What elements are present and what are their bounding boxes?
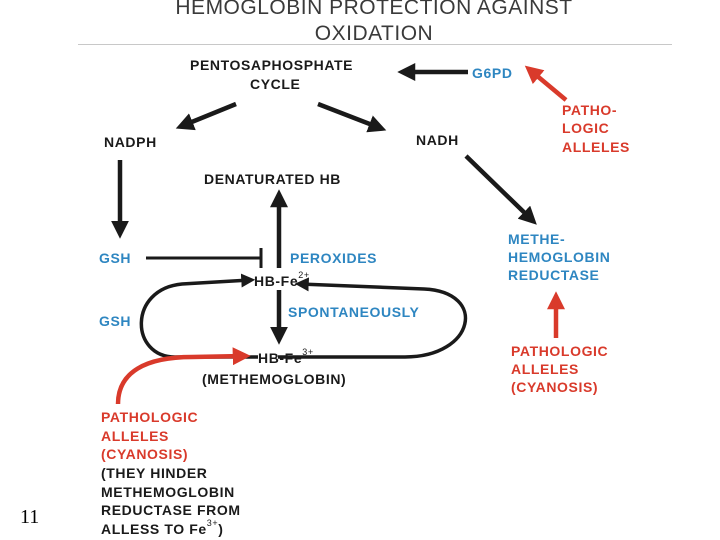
hinder-line-4: ALLESS TO Fe3+): [101, 518, 224, 540]
patho-right-line-2: ALLELES: [511, 361, 579, 377]
reductase-line-1: METHE-: [508, 231, 566, 247]
hinder-line-3: REDUCTASE FROM: [101, 502, 241, 518]
gsh-top-label: GSH: [99, 250, 132, 266]
reductase-line-2: HEMOGLOBIN: [508, 249, 611, 265]
patho-top-line-2: LOGIC: [562, 120, 610, 136]
arrow-patho-to-hbfe3: [115, 347, 251, 405]
patho-top-line-1: PATHO-: [562, 102, 618, 118]
hb-fe2-label: HB-Fe2+: [254, 270, 310, 289]
arrow-patho-to-g6pd: [524, 65, 568, 102]
title-line-1: HEMOGLOBIN PROTECTION AGAINST: [175, 0, 573, 19]
hb-fe3-label: HB-Fe3+: [258, 347, 314, 366]
hinder-line-4-end: ): [218, 521, 224, 537]
reductase-line-3: REDUCTASE: [508, 267, 600, 283]
hb-fe3-base: HB-Fe: [258, 350, 303, 366]
hb-fe3-sup: 3+: [302, 347, 314, 357]
spontaneously-label: SPONTANEOUSLY: [288, 304, 420, 320]
title-line-2: OXIDATION: [314, 22, 434, 45]
arrow-nadh-to-reductase: [464, 154, 537, 225]
page-number: 11: [20, 506, 40, 528]
patho-right-line-3: (CYANOSIS): [511, 379, 599, 395]
title-divider: [78, 44, 672, 45]
patho-right-line-1: PATHOLOGIC: [511, 343, 609, 359]
arrow-pentose-to-nadh: [317, 101, 387, 133]
loop-reduction-cycle: [278, 277, 468, 359]
denaturated-hb-label: DENATURATED HB: [204, 171, 341, 187]
hinder-line-1: (THEY HINDER: [101, 465, 208, 481]
hinder-line-2: METHEMOGLOBIN: [101, 484, 235, 500]
loop-gsh-to-fe2: [139, 273, 258, 359]
hb-fe2-base: HB-Fe: [254, 273, 299, 289]
patho-left-line-2: ALLELES: [101, 428, 169, 444]
g6pd-label: G6PD: [472, 65, 513, 81]
patho-left-line-3: (CYANOSIS): [101, 446, 189, 462]
pentose-line-2: CYCLE: [250, 76, 301, 92]
patho-top-line-3: ALLELES: [562, 139, 630, 155]
peroxides-label: PEROXIDES: [290, 250, 378, 266]
nadph-label: NADPH: [104, 134, 157, 150]
pentose-line-1: PENTOSAPHOSPHATE: [190, 57, 354, 73]
arrow-pentose-to-nadph: [175, 101, 237, 131]
methemoglobin-label: (METHEMOGLOBIN): [202, 371, 347, 387]
hinder-line-4-base: ALLESS TO Fe: [101, 521, 207, 537]
nadh-label: NADH: [416, 132, 459, 148]
patho-left-line-1: PATHOLOGIC: [101, 409, 199, 425]
hinder-line-4-sup: 3+: [206, 518, 219, 528]
gsh-bottom-label: GSH: [99, 313, 132, 329]
hb-fe2-sup: 2+: [298, 270, 310, 280]
